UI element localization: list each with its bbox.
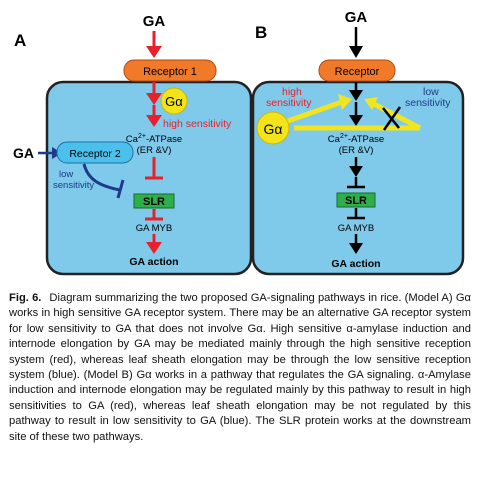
panel-b-low-line2: sensitivity — [405, 97, 451, 109]
caption-text: Diagram summarizing the two proposed GA-… — [9, 292, 471, 443]
panel-a-arrowhead-2 — [146, 115, 162, 127]
panel-a-ga-action: GA action — [129, 256, 178, 268]
panel-b-receptor-label: Receptor — [335, 66, 380, 78]
panel-a-label: A — [14, 31, 26, 50]
panel-a-receptor2-label: Receptor 2 — [69, 148, 121, 160]
panel-b-slr — [336, 192, 376, 208]
panel-b-arrowhead-ga-receptor — [349, 46, 363, 58]
panel-b-arrowhead-1 — [349, 90, 363, 101]
panel-b-galpha — [256, 111, 290, 145]
panel-a-ga-myb: GA MYB — [136, 223, 172, 234]
panel-b: B GA Receptor Gα high sensitivity low se… — [251, 9, 465, 276]
panel-a-slr — [133, 193, 175, 209]
panel-a-blue-pathway — [82, 163, 121, 192]
panel-a-receptor2 — [56, 141, 134, 164]
panel-b-yellow-arrow-diag — [370, 100, 422, 131]
panel-b-ga-top: GA — [345, 9, 368, 26]
panel-b-yellow-arrow-up — [281, 99, 343, 126]
panel-a-atpase: Ca2+-ATPase — [126, 133, 182, 145]
panel-a-galpha-label: Gα — [165, 94, 183, 109]
panel-b-atpase-loc: (ER &V) — [339, 145, 374, 156]
panel-b-yellow-arrowhead-diag — [364, 97, 378, 110]
panel-a-low-line2: sensitivity — [53, 180, 94, 191]
panel-b-high-line2: sensitivity — [266, 97, 312, 109]
signaling-diagram: A GA Receptor 1 Gα high sensitivity Ca2+… — [13, 9, 465, 276]
panel-a-ga-left: GA — [13, 145, 34, 161]
panel-a-ga-top: GA — [143, 13, 166, 30]
panel-a-blue-inhibit-bar — [116, 179, 125, 199]
panel-b-high-line1: high — [282, 86, 302, 98]
panel-a-high-sensitivity: high sensitivity — [163, 118, 232, 130]
figure-label: Fig. 6. — [9, 292, 42, 304]
panel-a-receptor1 — [123, 59, 217, 82]
panel-a-arrowhead-5 — [146, 242, 162, 254]
panel-a-receptor1-label: Receptor 1 — [143, 66, 197, 78]
panel-b-galpha-label: Gα — [264, 121, 283, 137]
panel-a-arrowhead-ga-receptor1 — [146, 46, 162, 58]
panel-b-arrowhead-3 — [349, 166, 363, 177]
panel-a-low-line1: low — [59, 169, 73, 180]
panel-b-low-line1: low — [423, 86, 439, 98]
panel-b-block-x-2 — [382, 106, 402, 131]
panel-a-atpase-loc: (ER &V) — [137, 145, 172, 156]
panel-b-receptor — [318, 59, 396, 82]
panel-b-atpase: Ca2+-ATPase — [328, 133, 384, 145]
panel-b-slr-label: SLR — [345, 195, 367, 207]
figure-caption: Fig. 6.Diagram summarizing the two propo… — [9, 291, 471, 445]
panel-a-galpha — [160, 87, 188, 115]
panel-b-ga-myb: GA MYB — [338, 223, 374, 234]
panel-a-arrowhead-1 — [146, 93, 162, 105]
panel-b-arrowhead-2 — [349, 115, 363, 126]
panel-b-ga-action: GA action — [331, 258, 380, 270]
panel-b-label: B — [255, 23, 267, 42]
panel-b-arrowhead-6 — [349, 243, 363, 254]
panel-a: A GA Receptor 1 Gα high sensitivity Ca2+… — [13, 13, 253, 276]
panel-b-yellow-arrowhead-up — [338, 94, 352, 110]
panel-a-slr-label: SLR — [143, 196, 165, 208]
